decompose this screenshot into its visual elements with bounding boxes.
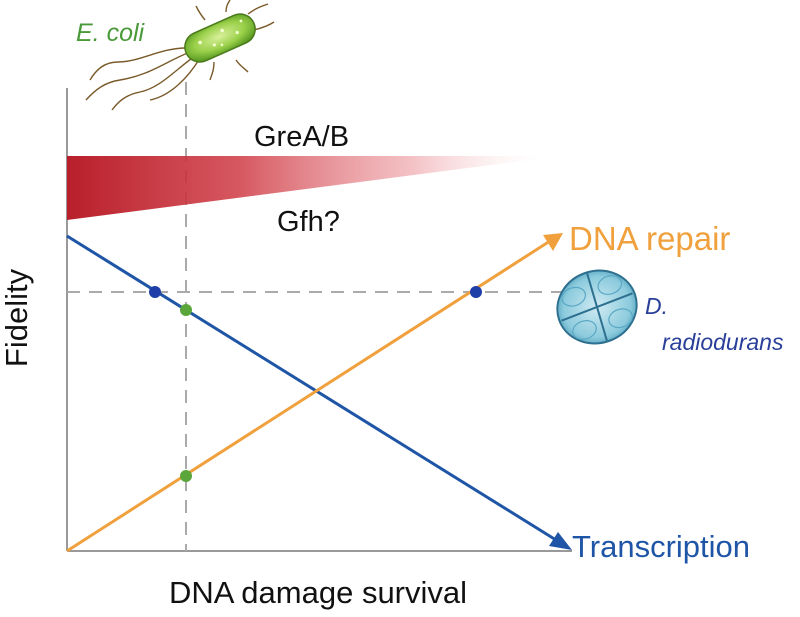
ecoli-bacterium-icon	[85, 0, 275, 111]
dot-transcription-blue	[149, 286, 161, 298]
d-radiodurans-label-line2: radiodurans	[662, 329, 784, 355]
d-radiodurans-label-line1: D.	[645, 293, 668, 319]
transcription-label: Transcription	[572, 529, 750, 564]
dot-repair-blue	[470, 286, 482, 298]
grea-label: GreA/B	[254, 121, 349, 153]
dna-repair-line	[66, 239, 551, 553]
y-axis-label: Fidelity	[0, 268, 34, 367]
dot-repair-green	[180, 470, 192, 482]
gfh-label: Gfh?	[277, 206, 340, 238]
d-radiodurans-cell-icon	[556, 269, 638, 345]
transcription-arrowhead	[549, 532, 572, 550]
dna-repair-label: DNA repair	[569, 220, 730, 257]
ecoli-label: E. coli	[76, 19, 146, 47]
x-axis-label: DNA damage survival	[169, 575, 467, 610]
transcription-line	[66, 234, 557, 542]
dna-repair-arrowhead	[543, 233, 563, 251]
grea-wedge	[67, 156, 560, 220]
dot-transcription-green	[180, 304, 192, 316]
